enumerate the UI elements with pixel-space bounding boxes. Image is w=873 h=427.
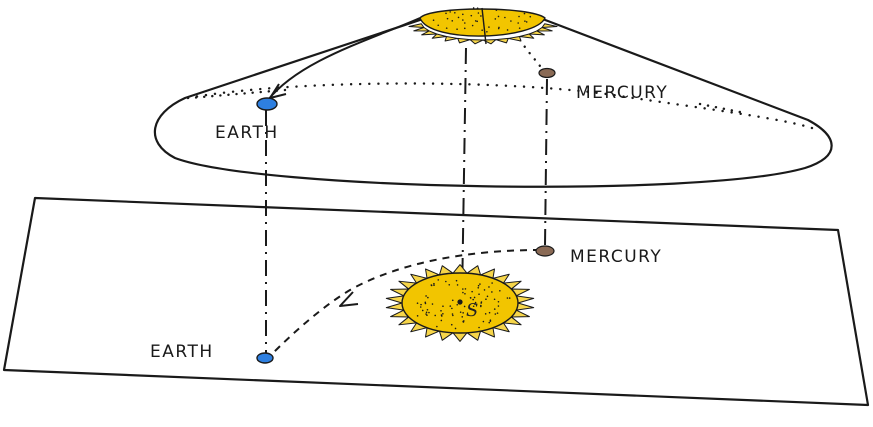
mercury-lower-icon	[535, 245, 555, 257]
sun-top-icon	[408, 7, 558, 45]
mercury-upper-icon	[538, 67, 556, 79]
earth-lower-icon	[256, 352, 274, 364]
projection-lines	[265, 47, 548, 355]
upper-orbit-dotted	[186, 82, 814, 130]
sun-label: S	[466, 300, 478, 321]
earth-path-arrow-lower	[271, 249, 541, 355]
earth-upper-label: EARTH	[215, 123, 279, 143]
mercury-upper-label: MERCURY	[576, 83, 668, 103]
earth-upper-icon	[256, 97, 278, 111]
mercury-lower-label: MERCURY	[570, 247, 662, 267]
earth-lower-label: EARTH	[150, 342, 214, 362]
sun-bottom-icon	[385, 264, 535, 342]
